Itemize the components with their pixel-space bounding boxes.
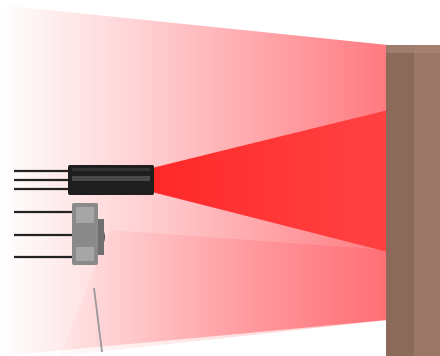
ir-emitter-led: [68, 165, 154, 195]
emitter-leads: [14, 169, 70, 191]
ir-receiver: [72, 203, 105, 265]
reflective-surface: [386, 45, 440, 356]
ir-beam: [152, 110, 388, 252]
receiver-leads: [14, 210, 74, 259]
reflected-light-cone: [60, 230, 388, 356]
leader-line: [93, 287, 103, 353]
